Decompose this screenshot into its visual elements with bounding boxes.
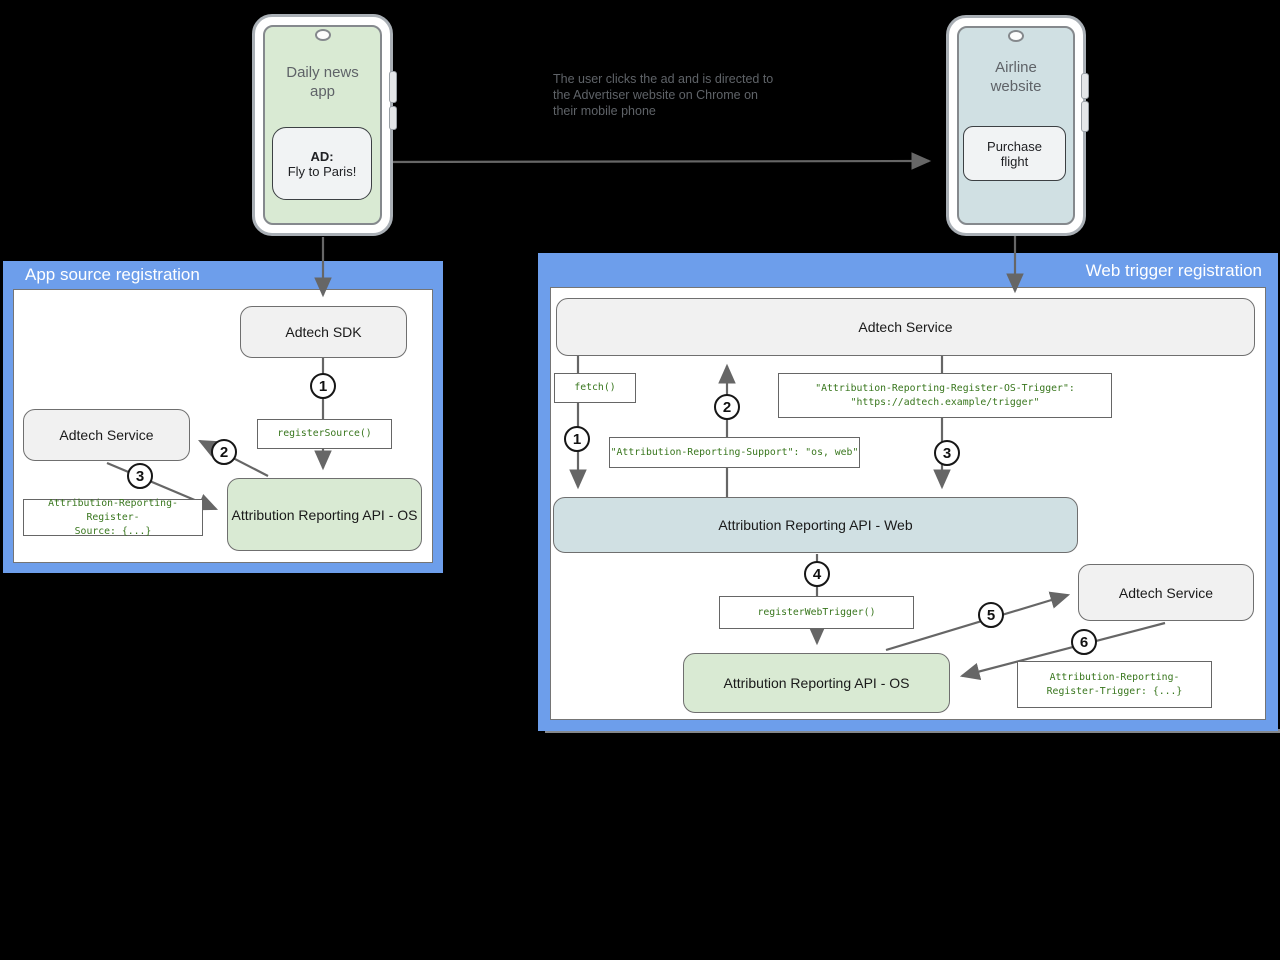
camera-icon <box>1008 30 1024 42</box>
ad-text: Fly to Paris! <box>287 163 357 179</box>
annotation-line: their mobile phone <box>553 104 656 118</box>
code-line: "Attribution-Reporting-Register-OS-Trigg… <box>815 382 1075 394</box>
app-source-panel-title: App source registration <box>25 265 200 284</box>
web-step-4-badge: 4 <box>804 561 830 587</box>
airline-screen: Airline website <box>957 26 1075 225</box>
web-trigger-panel: Web trigger registration <box>538 253 1278 731</box>
code-line: fetch() <box>574 382 616 393</box>
phone-side-button <box>389 106 397 130</box>
code-register-trigger-header: Attribution-Reporting- Register-Trigger:… <box>1017 661 1212 708</box>
purchase-flight-button: Purchase flight <box>963 126 1066 181</box>
annotation-line: the Advertiser website on Chrome on <box>553 88 758 102</box>
web-step-6-badge: 6 <box>1071 629 1097 655</box>
node-label: Attribution Reporting API - Web <box>718 517 913 533</box>
daily-news-phone: Daily news app <box>252 14 397 236</box>
code-register-source: registerSource() <box>257 419 392 449</box>
node-adtech-sdk: Adtech SDK <box>240 306 407 358</box>
node-adtech-service-left: Adtech Service <box>23 409 190 461</box>
airline-phone: Airline website <box>946 15 1089 236</box>
node-label: Attribution Reporting API - OS <box>231 506 418 523</box>
code-register-web-trigger: registerWebTrigger() <box>719 596 914 629</box>
code-register-source-header: Attribution-Reporting-Register- Source: … <box>23 497 203 537</box>
arrow-ad-to-airline-phone <box>373 152 932 170</box>
node-attribution-api-os-right: Attribution Reporting API - OS <box>683 653 950 713</box>
code-line: Register-Trigger: {...} <box>1046 685 1183 697</box>
node-label: Adtech Service <box>858 319 953 335</box>
code-line: Attribution-Reporting- <box>1049 671 1180 683</box>
node-adtech-service-top: Adtech Service <box>556 298 1255 356</box>
ad-heading: AD: <box>310 148 334 164</box>
arrow-os-to-service-5 <box>885 591 1071 652</box>
web-step-5-badge: 5 <box>978 602 1004 628</box>
daily-news-app-title: Daily news app <box>286 64 359 100</box>
web-step-2-badge: 2 <box>714 394 740 420</box>
phone-side-button <box>1081 73 1089 99</box>
code-fetch: fetch() <box>554 373 636 403</box>
node-label: Adtech Service <box>1118 584 1214 601</box>
phone-side-button <box>389 71 397 103</box>
node-label: Adtech Service <box>59 427 154 443</box>
node-attribution-api-web: Attribution Reporting API - Web <box>553 497 1078 553</box>
step-1-badge: 1 <box>310 373 336 399</box>
node-label: Adtech SDK <box>285 324 362 340</box>
arrow-service-to-os-6 <box>959 621 1166 681</box>
annotation-line: The user clicks the ad and is directed t… <box>553 72 774 86</box>
code-register-os-trigger-header: "Attribution-Reporting-Register-OS-Trigg… <box>778 373 1112 418</box>
ad-box: AD: Fly to Paris! <box>272 127 372 200</box>
airline-website-title: Airline website <box>990 59 1042 95</box>
code-support-header: "Attribution-Reporting-Support": "os, we… <box>609 437 860 468</box>
code-line: Source: {...} <box>74 525 152 537</box>
code-line: registerWebTrigger() <box>757 606 876 618</box>
panel-shadow <box>545 729 1280 733</box>
user-click-annotation: The user clicks the ad and is directed t… <box>553 71 813 119</box>
step-2-badge: 2 <box>211 439 237 465</box>
code-line: "https://adtech.example/trigger" <box>850 396 1040 408</box>
code-line: Attribution-Reporting-Register- <box>48 497 178 523</box>
step-3-badge: 3 <box>127 463 153 489</box>
camera-icon <box>314 29 331 41</box>
node-adtech-service-right: Adtech Service <box>1078 564 1254 621</box>
code-line: "Attribution-Reporting-Support": "os, we… <box>610 446 859 458</box>
web-trigger-panel-title: Web trigger registration <box>1085 261 1262 280</box>
code-line: registerSource() <box>277 428 372 439</box>
web-step-1-badge: 1 <box>564 426 590 452</box>
node-attribution-api-os-left: Attribution Reporting API - OS <box>227 478 422 551</box>
web-step-3-badge: 3 <box>934 440 960 466</box>
phone-side-button <box>1081 101 1089 132</box>
purchase-flight-label: Purchase flight <box>987 138 1042 169</box>
node-label: Attribution Reporting API - OS <box>723 675 910 691</box>
